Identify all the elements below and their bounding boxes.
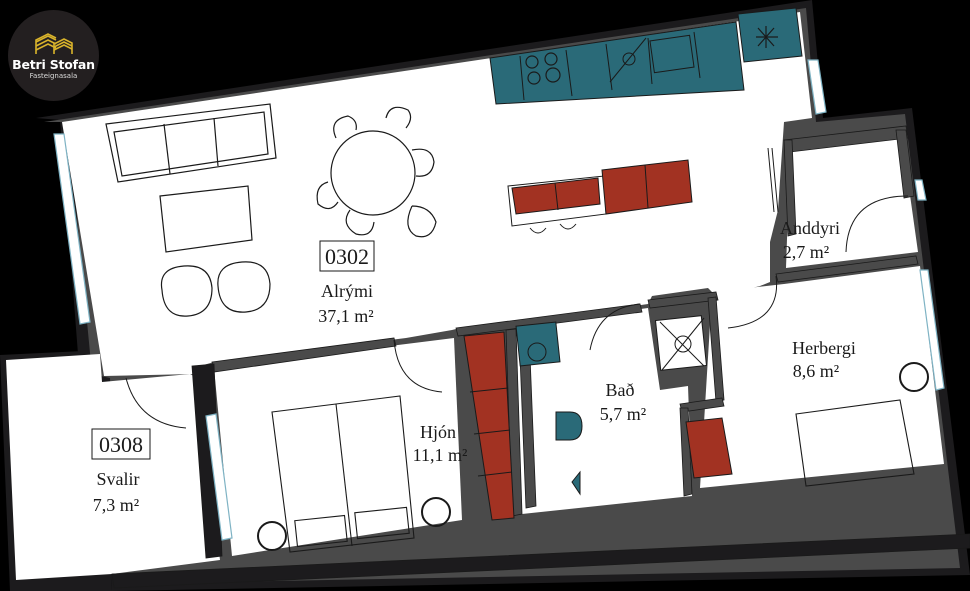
sink-icon <box>649 34 695 74</box>
bar-stool-icons <box>529 223 577 234</box>
windows <box>53 59 945 541</box>
room-name-svalir: Svalir <box>97 469 140 489</box>
armchair-icon <box>160 265 213 317</box>
window-hjon <box>205 413 233 541</box>
unit-number-0302: 0302 <box>319 240 375 272</box>
armchair-icon <box>217 261 271 313</box>
window-living-west <box>53 133 91 325</box>
dining-table-icon <box>330 130 416 216</box>
drain-arrow-icon <box>571 470 581 496</box>
room-name-herbergi: Herbergi <box>792 338 856 358</box>
sofa-icon <box>105 103 277 183</box>
single-bed-icon <box>795 399 915 487</box>
room-area-svalir: 7,3 m² <box>93 495 139 515</box>
door-balcony <box>125 377 187 429</box>
kitchen-island <box>507 159 693 234</box>
kitchen-counter <box>489 7 803 105</box>
door-herbergi <box>727 275 778 329</box>
interior-walls <box>111 125 970 589</box>
washbasin-icon <box>515 321 561 367</box>
room-furniture <box>795 362 929 487</box>
washing-machine-icon <box>685 417 733 479</box>
brand-logo: Betri Stofan Fasteignasala <box>8 10 99 101</box>
bedroom-furniture <box>257 395 451 553</box>
extractor-icon <box>756 26 778 48</box>
dining-chair-icons <box>316 106 437 238</box>
unit-number-0308: 0308 <box>91 428 151 460</box>
room-name-alrymi: Alrými <box>321 281 373 301</box>
bathroom-fixtures <box>515 315 733 496</box>
room-area-bad: 5,7 m² <box>600 404 646 424</box>
window-kitchen <box>807 59 827 115</box>
room-name-bad: Bað <box>606 380 635 400</box>
stove-icon <box>525 52 561 85</box>
room-name-hjon: Hjón <box>420 422 456 442</box>
svg-text:0308: 0308 <box>99 432 143 457</box>
nightstand-lamp-icon <box>421 497 451 527</box>
coffee-table-icon <box>159 185 253 253</box>
window-anddyri <box>914 179 927 201</box>
room-area-hjon: 11,1 m² <box>413 445 468 465</box>
room-name-anddyri: Anddyri <box>780 218 840 238</box>
door-anddyri <box>845 195 909 253</box>
nightstand-lamp-icon <box>257 521 287 551</box>
door-bath <box>589 303 641 351</box>
buildings-icon <box>34 33 73 54</box>
door-hjon <box>393 339 443 393</box>
double-bed-icon <box>271 395 415 553</box>
toilet-icon <box>555 411 583 441</box>
brand-tagline: Fasteignasala <box>29 72 78 80</box>
room-area-anddyri: 2,7 m² <box>783 242 829 262</box>
svg-text:0302: 0302 <box>325 244 369 269</box>
doors <box>125 147 909 429</box>
room-area-alrymi: 37,1 m² <box>318 306 373 326</box>
brand-name: Betri Stofan <box>12 57 95 72</box>
wardrobe <box>463 331 515 521</box>
room-area-herbergi: 8,6 m² <box>793 361 839 381</box>
lamp-icon <box>899 362 929 392</box>
window-herbergi <box>919 269 945 391</box>
living-furniture <box>105 103 437 317</box>
